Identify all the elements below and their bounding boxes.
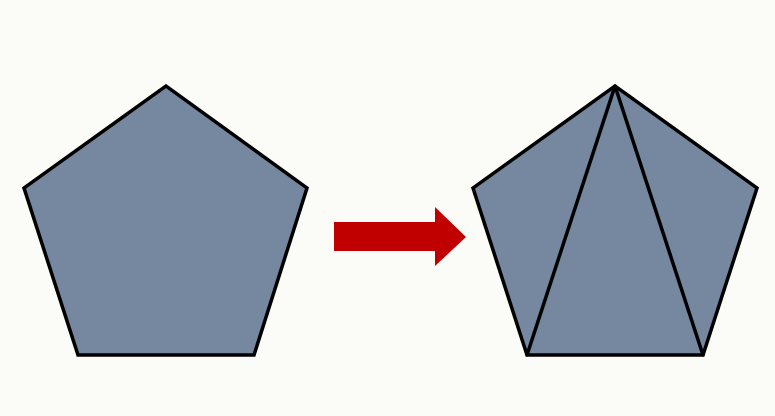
left-pentagon [21, 83, 310, 357]
right-arrow-icon [334, 207, 466, 266]
right-pentagon [470, 83, 760, 357]
diagonal-line-left [525, 84, 617, 357]
diagonal-line-right [613, 84, 705, 357]
